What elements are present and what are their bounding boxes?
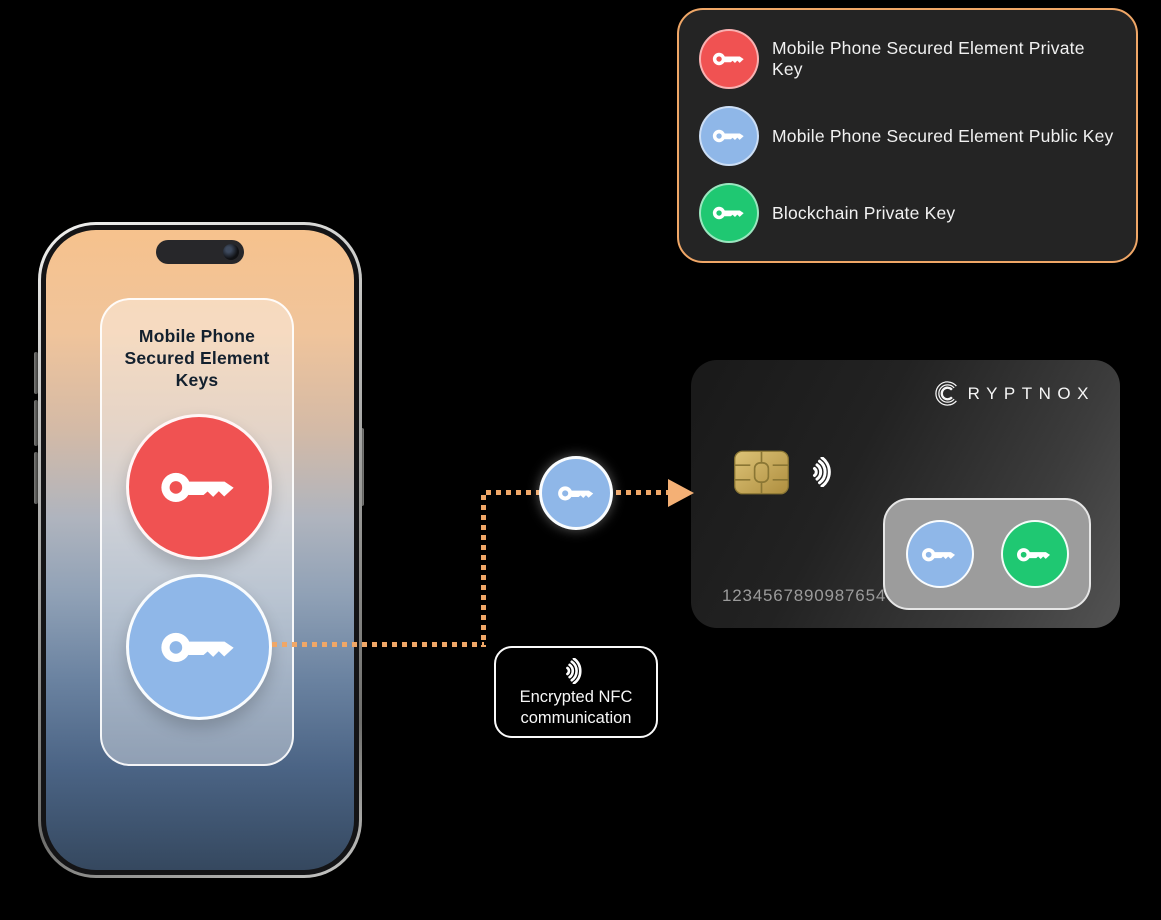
card-keys-panel xyxy=(883,498,1091,610)
secured-element-panel: Mobile Phone Secured Element Keys xyxy=(100,298,294,766)
phone-power-button xyxy=(360,428,364,506)
cryptnox-brand-logo: RYPTNOX xyxy=(934,380,1095,407)
legend-item-blockchain-key: Blockchain Private Key xyxy=(699,183,1116,243)
brand-wordmark: RYPTNOX xyxy=(967,383,1095,403)
legend-item-public-key: Mobile Phone Secured Element Public Key xyxy=(699,106,1116,166)
front-camera-icon xyxy=(223,244,239,260)
blue-key-icon xyxy=(699,106,759,166)
emv-chip-icon xyxy=(734,450,789,495)
legend-label: Mobile Phone Secured Element Public Key xyxy=(772,125,1114,146)
phone-public-key-icon xyxy=(126,574,272,720)
green-key-icon xyxy=(699,183,759,243)
contactless-waves-icon xyxy=(813,457,831,487)
nfc-communication-label: Encrypted NFC communication xyxy=(519,688,633,727)
legend-label: Blockchain Private Key xyxy=(772,202,956,223)
red-key-icon xyxy=(699,29,759,89)
dotted-line-horizontal-lower xyxy=(272,642,484,647)
phone-volume-up-button xyxy=(34,400,38,446)
cryptnox-card: RYPTNOX 1234567890987654 xyxy=(691,360,1120,628)
card-blockchain-key-icon xyxy=(1000,520,1069,588)
card-public-key-icon xyxy=(905,520,974,588)
phone-private-key-icon xyxy=(126,414,272,560)
transferred-public-key-icon xyxy=(539,456,613,530)
phone-illustration: Mobile Phone Secured Element Keys xyxy=(38,222,362,878)
legend-item-private-key: Mobile Phone Secured Element Private Key xyxy=(699,29,1116,89)
legend-panel: Mobile Phone Secured Element Private Key… xyxy=(677,8,1138,263)
card-number: 1234567890987654 xyxy=(722,586,887,605)
nfc-communication-box: Encrypted NFC communication xyxy=(494,646,658,738)
phone-volume-down-button xyxy=(34,452,38,504)
dotted-line-vertical xyxy=(481,495,486,647)
phone-mute-switch xyxy=(34,352,38,394)
secured-element-title: Mobile Phone Secured Element Keys xyxy=(124,326,270,390)
phone-bezel: Mobile Phone Secured Element Keys xyxy=(41,225,359,875)
cryptnox-c-icon xyxy=(934,381,957,406)
legend-label: Mobile Phone Secured Element Private Key xyxy=(772,38,1085,79)
phone-screen: Mobile Phone Secured Element Keys xyxy=(46,230,354,870)
dynamic-island-notch xyxy=(156,240,244,264)
arrow-head-icon xyxy=(668,479,694,507)
contactless-waves-icon xyxy=(566,658,582,685)
